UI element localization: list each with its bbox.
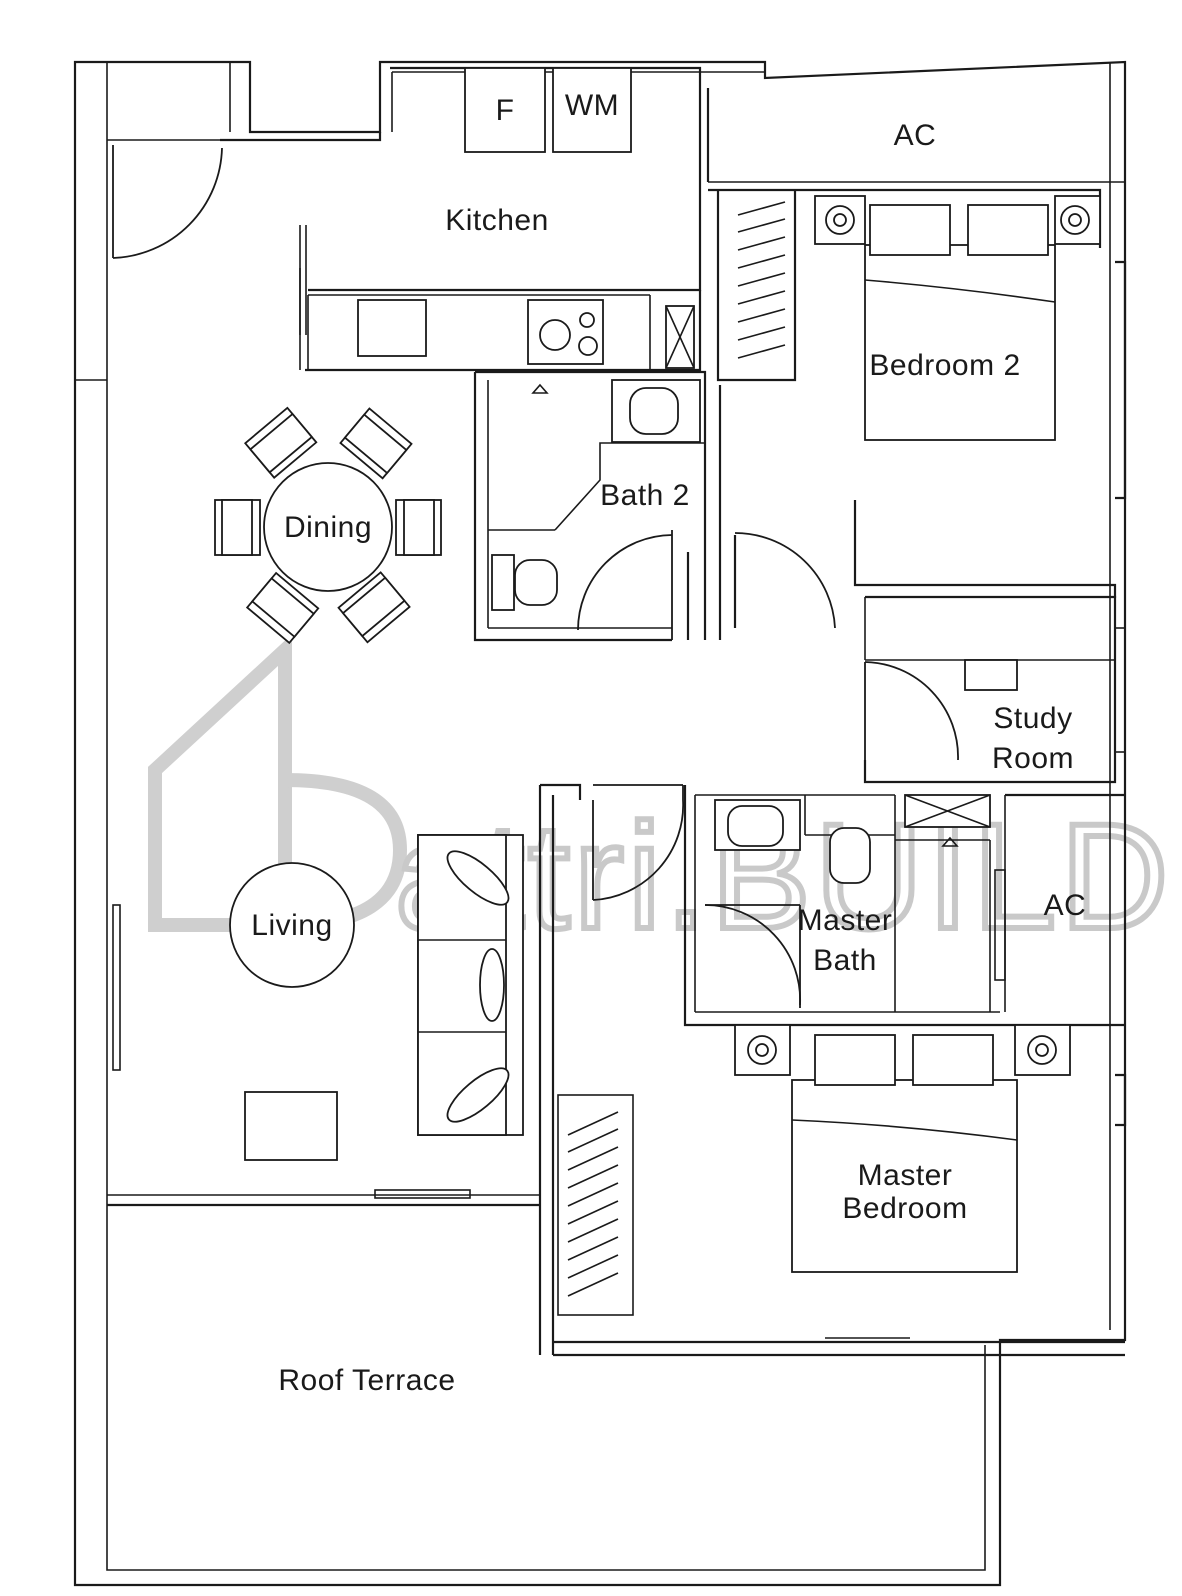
living-label: Living [251,909,332,942]
living-coffee-table [229,862,355,988]
corridor [718,385,1117,640]
ac-ledge-top: AC [706,88,1125,183]
dining: Dining [214,406,442,645]
master-corridor [538,783,684,1355]
master-bath-wc [829,827,871,884]
kitchen-label: Kitchen [445,204,549,237]
wardrobe-master [557,1094,634,1316]
study-label-line2: Room [992,742,1074,775]
wardrobe-bedroom-2 [737,201,786,359]
ac-right-label: AC [1044,889,1087,922]
master-bed [791,1079,1018,1273]
study-label-line1: Study [993,702,1072,735]
bedroom-2: Bedroom 2 [708,188,1127,500]
bath-2-wc [514,559,558,606]
roof-terrace-label: Roof Terrace [278,1364,455,1397]
master-bath-label-line1: Master [798,904,893,937]
sink [357,299,427,357]
washing-machine [552,67,632,153]
bath-2: Bath 2 [473,370,707,642]
master-bedroom-label-line2: Bedroom [842,1192,967,1225]
bath-2-label: Bath 2 [600,479,690,512]
living: Living [112,834,524,1161]
fridge [464,67,546,153]
tv-console [244,1091,338,1161]
kitchen: F WM Kitchen [220,66,702,372]
master-bath-label-line2: Bath [813,944,877,977]
study-desk-chair [964,659,1018,691]
master-bath: Master Bath [683,785,1125,1027]
study-room: Study Room [863,595,1125,784]
dining-label: Dining [284,511,372,544]
entry-door [112,145,223,259]
outer-walls [73,60,1127,1587]
dining-table [263,462,393,592]
master-bedroom-label-line1: Master [858,1159,953,1192]
ac-ledge-right: AC [994,793,1125,1012]
bath-2-wc-tank [491,554,515,611]
fridge-label: F [496,94,515,127]
roof-terrace: Roof Terrace [107,1189,540,1397]
washing-machine-label: WM [565,89,619,122]
ac-top-label: AC [894,119,937,152]
master-bedroom: Master Bedroom [553,1024,1127,1357]
bedroom-2-label: Bedroom 2 [869,349,1020,382]
bed-2 [864,244,1056,441]
nightstand-left [734,1024,791,1076]
